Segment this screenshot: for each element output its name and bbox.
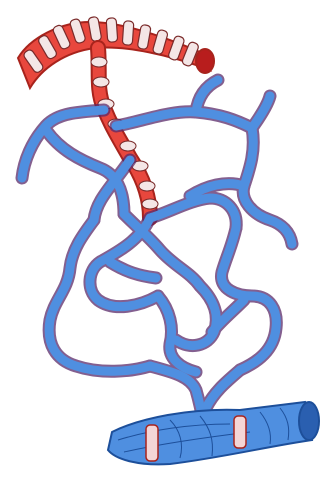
capillary-bed — [22, 80, 292, 426]
venule-band-2 — [234, 416, 246, 448]
precapillary-sphincter — [139, 181, 155, 191]
precapillary-sphincter — [142, 199, 158, 209]
arteriole — [18, 16, 214, 88]
precapillary-sphincter — [93, 77, 109, 87]
precapillary-sphincter — [120, 141, 136, 151]
smooth-muscle-band — [106, 18, 118, 43]
capillary — [221, 228, 276, 370]
precapillary-sphincter — [91, 57, 107, 67]
capillary — [110, 262, 156, 278]
smooth-muscle-band — [122, 21, 134, 46]
venule — [108, 402, 319, 464]
venule-opening — [299, 402, 319, 440]
capillary — [150, 198, 236, 228]
venule-band-1 — [146, 425, 158, 461]
arteriole-opening — [196, 49, 214, 73]
